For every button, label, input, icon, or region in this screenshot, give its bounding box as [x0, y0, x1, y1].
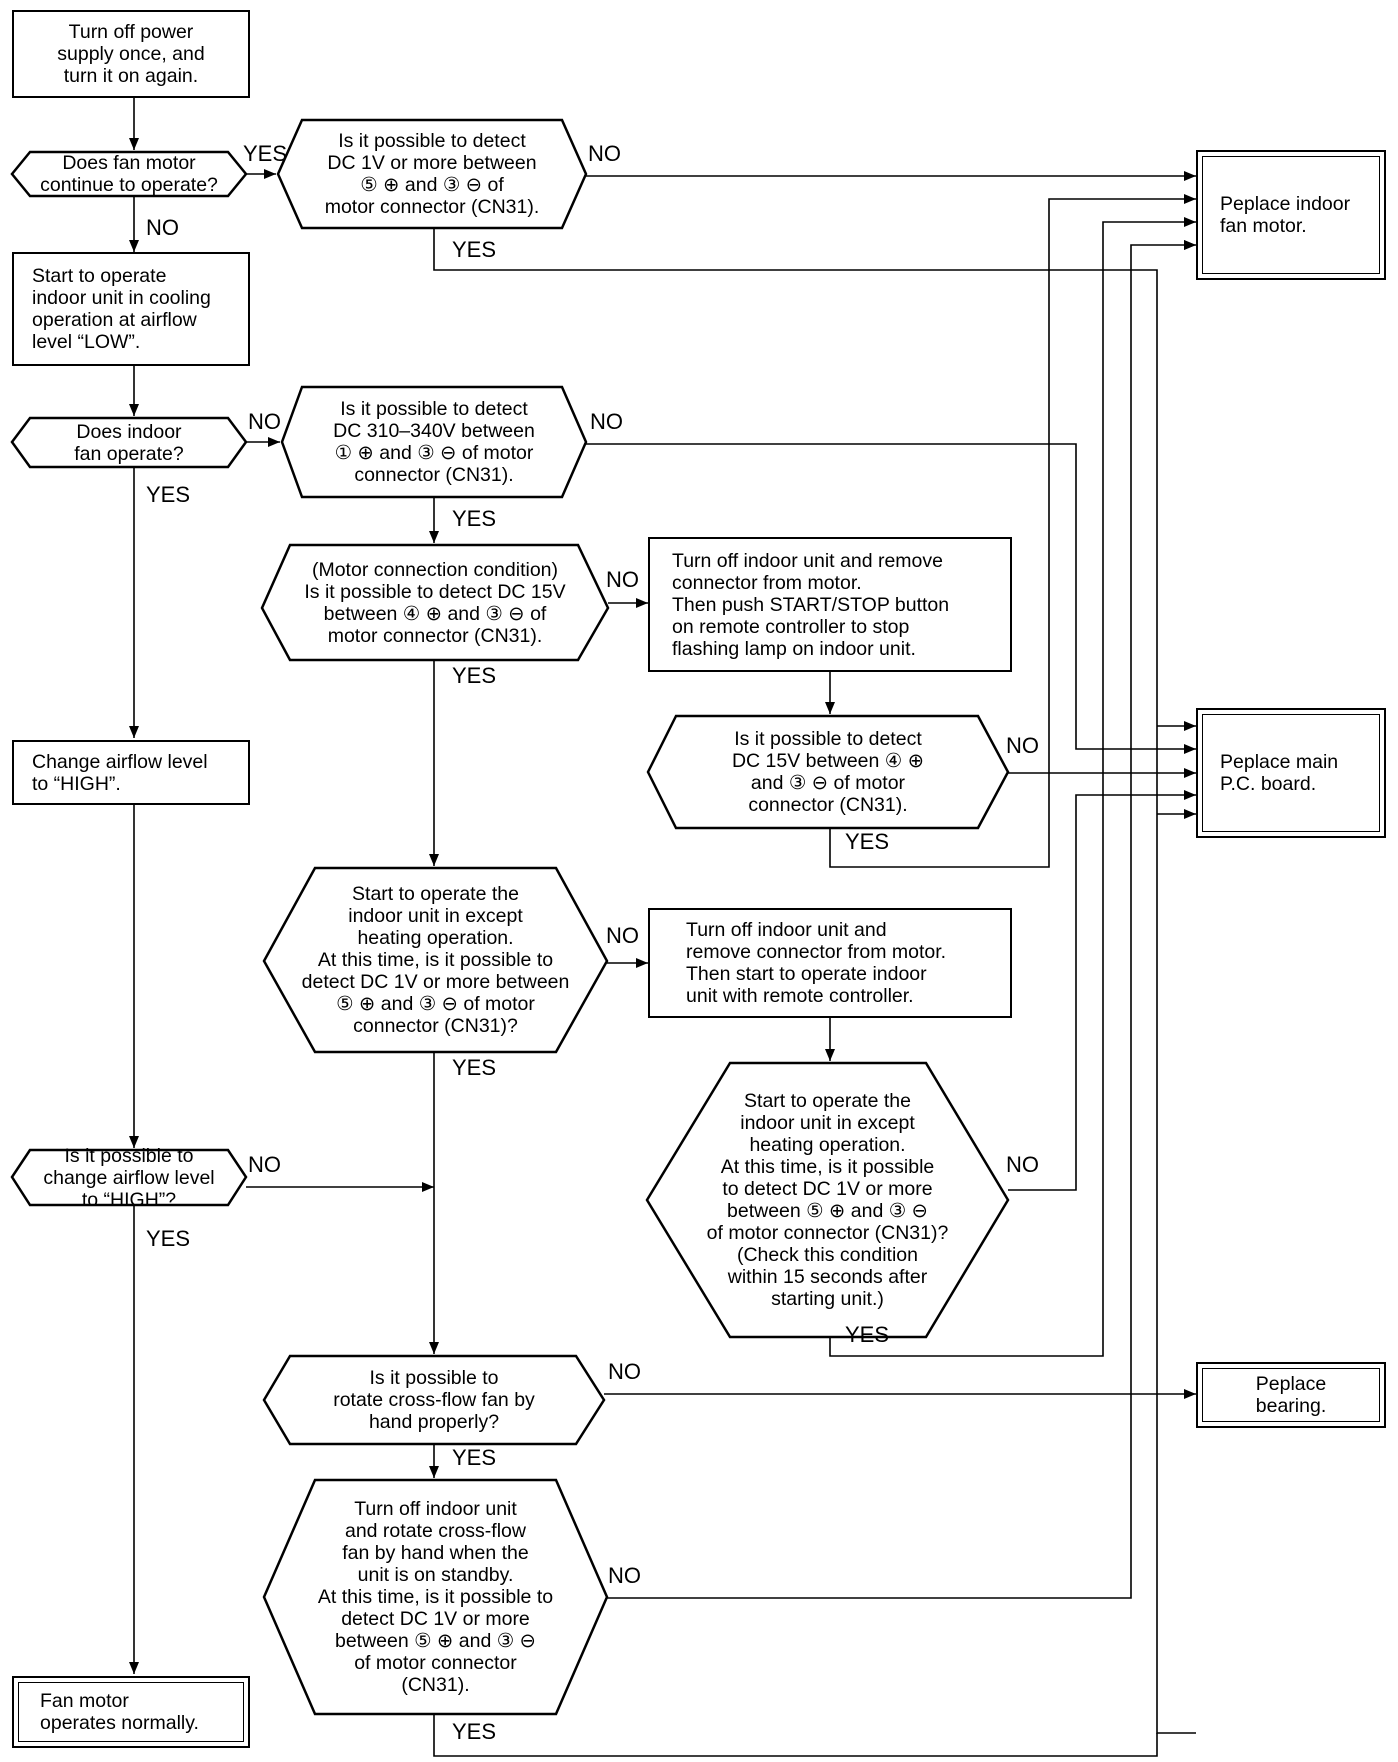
- q-heating-b: Start to operate the indoor unit in exce…: [647, 1063, 1008, 1337]
- hex-q-dc15v: [260, 543, 610, 662]
- q-dc1v-top-text: Is it possible to detect DC 1V or more b…: [324, 130, 540, 218]
- hex-q-standby: [262, 1478, 609, 1716]
- q-fan-operate-text: Does indoor fan operate?: [74, 420, 184, 465]
- label-no-dc310: NO: [590, 409, 623, 434]
- turn-off-remote-text: Turn off indoor unit and remove connecto…: [686, 919, 947, 1007]
- fan-normal-box: Fan motor operates normally.: [12, 1676, 250, 1748]
- q-dc310: Is it possible to detect DC 310–340V bet…: [282, 387, 586, 497]
- replace-bearing-box: Peplace bearing.: [1196, 1362, 1386, 1428]
- q-fan-operate: Does indoor fan operate?: [12, 418, 246, 467]
- q-fan-continue: Does fan motor continue to operate?: [12, 152, 246, 196]
- q-dc15v-b-text: Is it possible to detect DC 15V between …: [731, 728, 925, 816]
- label-yes-change-high: YES: [146, 1226, 191, 1251]
- label-yes-dc15v-b: YES: [845, 829, 890, 854]
- replace-bearing-text: Peplace bearing.: [1255, 1373, 1327, 1417]
- hex-q-heating-b: [645, 1061, 1010, 1339]
- q-dc310-text: Is it possible to detect DC 310–340V bet…: [333, 398, 535, 486]
- label-yes-heating-a: YES: [452, 1055, 497, 1080]
- label-yes-fan-operate: YES: [146, 482, 191, 507]
- label-no-change-high: NO: [248, 1152, 281, 1177]
- q-heating-b-text: Start to operate the indoor unit in exce…: [706, 1090, 949, 1310]
- start-cooling-box: Start to operate indoor unit in cooling …: [12, 252, 250, 366]
- label-no-rotate: NO: [608, 1359, 641, 1384]
- label-yes-rotate: YES: [452, 1445, 497, 1470]
- q-heating-a-text: Start to operate the indoor unit in exce…: [301, 883, 570, 1037]
- turn-off-push-text: Turn off indoor unit and remove connecto…: [672, 549, 950, 660]
- hex-q-rotate: [262, 1354, 606, 1446]
- label-no-fan-continue: NO: [146, 215, 179, 240]
- hex-q-change-high: [10, 1148, 248, 1207]
- fan-normal-text: Fan motor operates normally.: [40, 1690, 199, 1734]
- replace-pcb-text: Peplace main P.C. board.: [1220, 751, 1339, 795]
- label-no-heating-b: NO: [1006, 1152, 1039, 1177]
- start-box: Turn off power supply once, and turn it …: [12, 10, 250, 98]
- label-no-fan-operate: NO: [248, 409, 281, 434]
- q-dc1v-top: Is it possible to detect DC 1V or more b…: [278, 120, 586, 228]
- hex-q-dc15v-b: [646, 714, 1010, 830]
- label-yes-dc310: YES: [452, 506, 497, 531]
- hex-q-heating-a: [262, 866, 609, 1054]
- label-no-dc15v: NO: [606, 567, 639, 592]
- hex-q-dc1v-top: [276, 118, 588, 230]
- connectors: [129, 98, 1196, 1757]
- q-dc15v: (Motor connection condition) Is it possi…: [262, 545, 608, 660]
- turn-off-remote-box: Turn off indoor unit and remove connecto…: [648, 908, 1012, 1018]
- q-standby-text: Turn off indoor unit and rotate cross-fl…: [317, 1498, 554, 1696]
- label-yes-dc1v-top: YES: [452, 237, 497, 262]
- turn-off-push-box: Turn off indoor unit and remove connecto…: [648, 537, 1012, 672]
- q-change-high: Is it possible to change airflow level t…: [12, 1145, 246, 1211]
- decision-shapes: [10, 118, 1010, 1716]
- hex-q-fan-continue: [10, 150, 248, 198]
- start-cooling-text: Start to operate indoor unit in cooling …: [32, 265, 211, 353]
- label-yes-dc15v: YES: [452, 663, 497, 688]
- label-no-standby: NO: [608, 1563, 641, 1588]
- q-dc15v-text: (Motor connection condition) Is it possi…: [304, 558, 566, 647]
- hex-q-dc310: [280, 385, 588, 499]
- q-heating-a: Start to operate the indoor unit in exce…: [264, 868, 607, 1052]
- start-text: Turn off power supply once, and turn it …: [57, 21, 205, 87]
- label-no-dc15v-b: NO: [1006, 733, 1039, 758]
- replace-pcb-box: Peplace main P.C. board.: [1196, 708, 1386, 838]
- label-yes-standby: YES: [452, 1719, 497, 1744]
- change-high-text: Change airflow level to “HIGH”.: [32, 750, 208, 795]
- q-dc15v-b: Is it possible to detect DC 15V between …: [648, 716, 1008, 828]
- label-no-dc1v-top: NO: [588, 141, 621, 166]
- q-rotate-text: Is it possible to rotate cross-flow fan …: [333, 1367, 535, 1433]
- replace-fan-motor-box: Peplace indoor fan motor.: [1196, 150, 1386, 280]
- label-no-heating-a: NO: [606, 923, 639, 948]
- q-fan-continue-text: Does fan motor continue to operate?: [40, 152, 218, 196]
- q-change-high-text: Is it possible to change airflow level t…: [43, 1144, 215, 1211]
- replace-fan-motor-text: Peplace indoor fan motor.: [1220, 193, 1351, 237]
- q-rotate: Is it possible to rotate cross-flow fan …: [264, 1356, 604, 1444]
- hex-q-fan-operate: [10, 416, 248, 469]
- q-standby: Turn off indoor unit and rotate cross-fl…: [264, 1480, 607, 1714]
- label-yes-fan-continue: YES: [243, 141, 288, 166]
- label-yes-heating-b: YES: [845, 1322, 890, 1347]
- change-high-box: Change airflow level to “HIGH”.: [12, 740, 250, 805]
